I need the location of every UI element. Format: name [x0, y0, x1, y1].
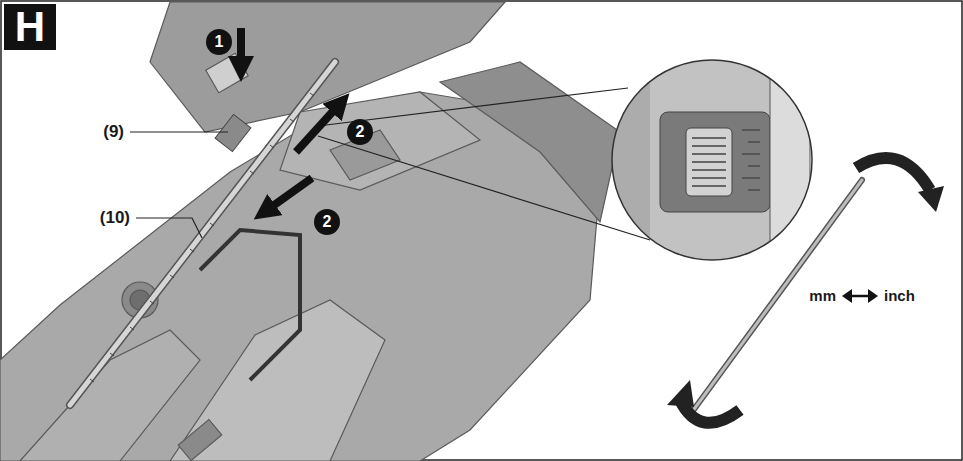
unit-label: mm [807, 288, 838, 305]
action-arrows [241, 28, 336, 208]
unit-label: inch [882, 288, 917, 305]
leader-lines [130, 88, 650, 240]
part-number: (10) [98, 209, 132, 228]
inset-detail [600, 50, 812, 280]
callout-number-text: 1 [215, 34, 224, 50]
ruler-rod [667, 158, 944, 423]
double-arrow [842, 289, 878, 303]
callout-number-text: 2 [356, 124, 365, 140]
part-number: (9) [101, 123, 126, 142]
figure-letter-text: H [15, 6, 45, 48]
callout-number: 1 [206, 29, 232, 55]
callout-number-text: 2 [323, 214, 332, 230]
callout-number: 2 [314, 209, 340, 235]
ruler [70, 62, 335, 405]
tool-body [0, 2, 620, 461]
callout-number: 2 [347, 119, 373, 145]
figure-letter: H [4, 4, 56, 50]
